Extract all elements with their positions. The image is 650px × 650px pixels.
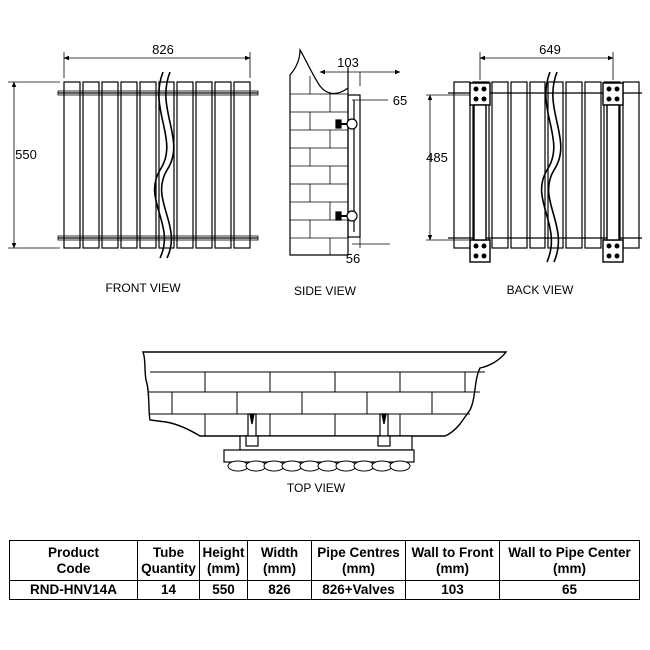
back-break-line (540, 71, 555, 263)
front-height-dim: 550 (15, 147, 37, 162)
top-tubes (227, 460, 411, 472)
back-height-dim: 485 (426, 150, 448, 165)
front-view-caption: FRONT VIEW (105, 281, 181, 295)
header-wall-to-pipe-center: Wall to Pipe Center(mm) (499, 540, 640, 581)
top-view (141, 351, 508, 472)
cell-wall-to-front: 103 (405, 580, 500, 600)
top-view-caption: TOP VIEW (287, 481, 346, 495)
cell-product-code: RND-HNV14A (9, 580, 138, 600)
side-view-caption: SIDE VIEW (294, 284, 357, 298)
front-tubes (57, 81, 259, 249)
back-dimensions (426, 52, 614, 241)
side-radiator (335, 94, 361, 238)
side-wall-outline (289, 47, 349, 256)
cell-width: 826 (247, 580, 312, 600)
side-wall-bricks (290, 76, 348, 255)
front-break-line (153, 71, 168, 259)
header-pipe-centres: Pipe Centres(mm) (311, 540, 406, 581)
back-view-caption: BACK VIEW (507, 283, 574, 297)
header-wall-to-front: Wall to Front(mm) (405, 540, 500, 581)
front-view (8, 52, 259, 259)
side-view (289, 47, 401, 256)
top-wall-bricks (148, 371, 485, 436)
cell-height: 550 (199, 580, 248, 600)
cell-wall-to-pipe-center: 65 (499, 580, 640, 600)
cell-tube-quantity: 14 (137, 580, 200, 600)
back-brackets (469, 82, 624, 263)
top-valves (245, 413, 391, 447)
top-wall-outline (141, 351, 508, 437)
header-width: Width(mm) (247, 540, 312, 581)
back-width-dim: 649 (539, 42, 561, 57)
side-depth-dim: 103 (337, 55, 359, 70)
side-bottom-dim: 56 (346, 251, 360, 266)
back-view (426, 52, 642, 263)
top-radiator (223, 413, 415, 472)
table-row: RND-HNV14A 14 550 826 826+Valves 103 65 (9, 580, 640, 600)
front-width-dim: 826 (152, 42, 174, 57)
side-dimensions (319, 66, 401, 248)
side-pipe-dim: 65 (393, 93, 407, 108)
front-dimensions (8, 52, 251, 249)
header-height: Height(mm) (199, 540, 248, 581)
cell-pipe-centres: 826+Valves (311, 580, 406, 600)
